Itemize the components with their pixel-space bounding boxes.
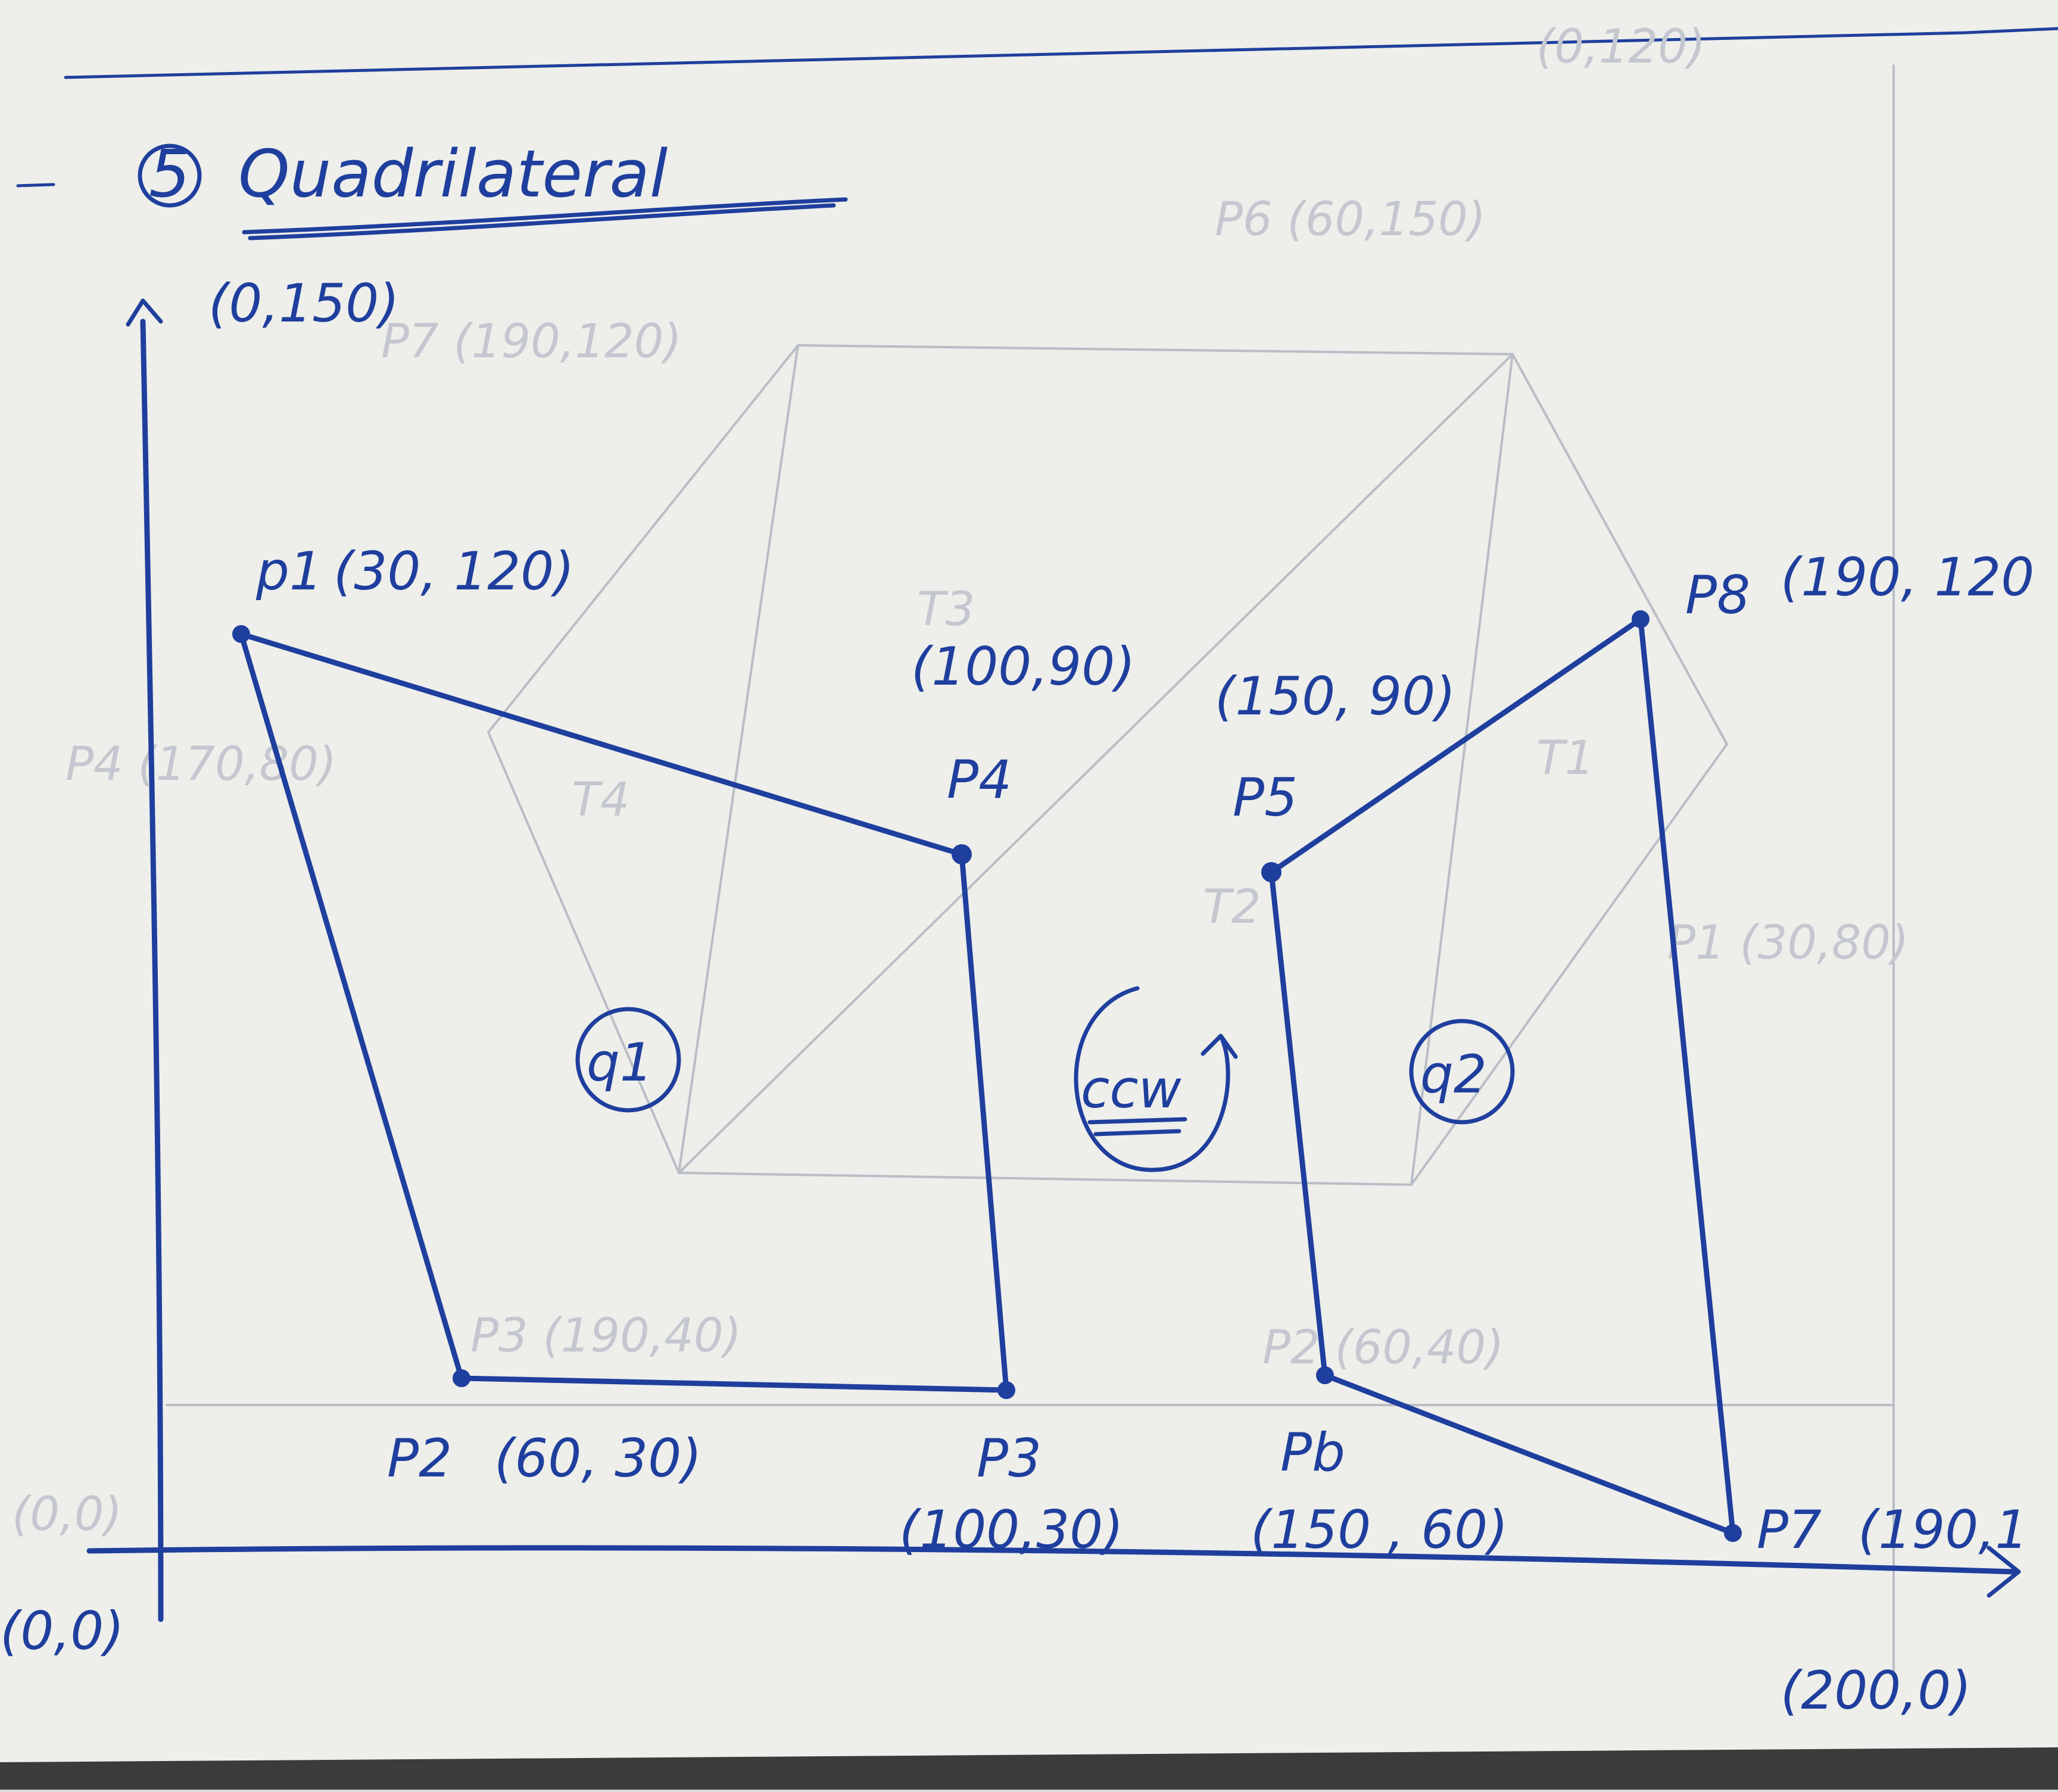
- section-number-circle: [138, 143, 202, 208]
- title-underline-2: [248, 203, 836, 241]
- p3-dot: [997, 1381, 1015, 1399]
- y-axis: [140, 319, 164, 1622]
- q1-label: q1: [587, 1032, 653, 1093]
- point-labels: p1 (30, 120) P2 (60, 30) P3 (100,30) (10…: [255, 541, 2034, 1560]
- p1-coord: (30, 120): [333, 541, 575, 602]
- desk-edge: [0, 1747, 2058, 1790]
- p6-coord: (150 , 60): [1251, 1499, 1508, 1560]
- ghost-labels: (0,120) P6 (60,150) P7 (190,120) P4 (170…: [12, 20, 1909, 1541]
- p3-name: P3: [977, 1428, 1042, 1489]
- q2-label: q2: [1420, 1044, 1487, 1105]
- p5-coord: (150, 90): [1215, 666, 1456, 727]
- p7-name: P7: [1757, 1499, 1822, 1560]
- x-axis-arrow: [1987, 1546, 2021, 1598]
- ruled-line-end: [1963, 27, 2058, 35]
- ghost-p2: P2 (60,40): [1262, 1321, 1504, 1375]
- p4-coord: (100,90): [911, 636, 1136, 697]
- shape-labels: q1 q2 ccw: [575, 986, 1515, 1172]
- p1-name: p1: [255, 541, 323, 602]
- y-axis-arrow: [126, 298, 163, 327]
- ghost-p7: P7 (190,120): [381, 315, 682, 369]
- x-axis: [86, 1545, 2016, 1575]
- heading-dash: [16, 183, 55, 188]
- p8-dot: [1632, 610, 1649, 628]
- ghost-t1: T1: [1536, 732, 1594, 785]
- p5-dot: [1261, 862, 1281, 882]
- ghost-p6: P6 (60,150): [1215, 193, 1486, 246]
- quadrilateral-q2: [1261, 610, 1742, 1542]
- p7-coord: (190,1: [1858, 1499, 2028, 1560]
- heading: 5 Quadrilateral: [16, 136, 848, 241]
- ccw-label: ccw: [1081, 1059, 1182, 1120]
- ghost-origin: (0,0): [12, 1488, 122, 1541]
- pencil-sketch: [166, 64, 1895, 1680]
- p2-name: P2: [387, 1428, 452, 1489]
- quadrilateral-q1: [232, 625, 1015, 1399]
- p7-dot: [1724, 1524, 1742, 1542]
- ccw-arrow: [1200, 1034, 1238, 1059]
- p6-dot: [1316, 1366, 1334, 1384]
- p3-coord: (100,30): [899, 1499, 1124, 1560]
- section-title: Quadrilateral: [238, 136, 668, 212]
- p6-name: Pb: [1280, 1422, 1345, 1483]
- axes: (0,150) (0,0) (200,0): [0, 273, 2021, 1721]
- ghost-p4: P4 (170,80): [66, 738, 336, 791]
- q1-label-circle: [575, 1007, 681, 1113]
- p2-dot: [453, 1369, 470, 1387]
- p8-name: P8: [1685, 564, 1750, 626]
- p1-dot: [232, 625, 250, 643]
- p5-name: P5: [1233, 767, 1298, 828]
- ghost-top-right: (0,120): [1536, 20, 1705, 74]
- p2-coord: (60, 30): [494, 1428, 702, 1489]
- p4-dot: [952, 844, 972, 864]
- ghost-p3: P3 (190,40): [470, 1309, 741, 1363]
- section-number: 5: [149, 136, 191, 212]
- q2-label-circle: [1409, 1019, 1515, 1125]
- ccw-underline-1: [1087, 1117, 1187, 1125]
- y-top-label: (0,150): [208, 273, 400, 334]
- ghost-p1: P1 (30,80): [1667, 916, 1909, 970]
- ghost-t4: T4: [572, 773, 629, 827]
- ghost-t3: T3: [917, 583, 975, 636]
- p8-coord: (190, 120: [1781, 547, 2034, 608]
- origin-label: (0,0): [0, 1600, 124, 1662]
- p4-name: P4: [947, 749, 1012, 810]
- ccw-underline-2: [1093, 1129, 1181, 1137]
- title-underline-1: [242, 197, 848, 235]
- x-right-label: (200,0): [1781, 1660, 1972, 1721]
- ghost-t2: T2: [1203, 881, 1261, 934]
- ccw-circle: [1074, 986, 1230, 1172]
